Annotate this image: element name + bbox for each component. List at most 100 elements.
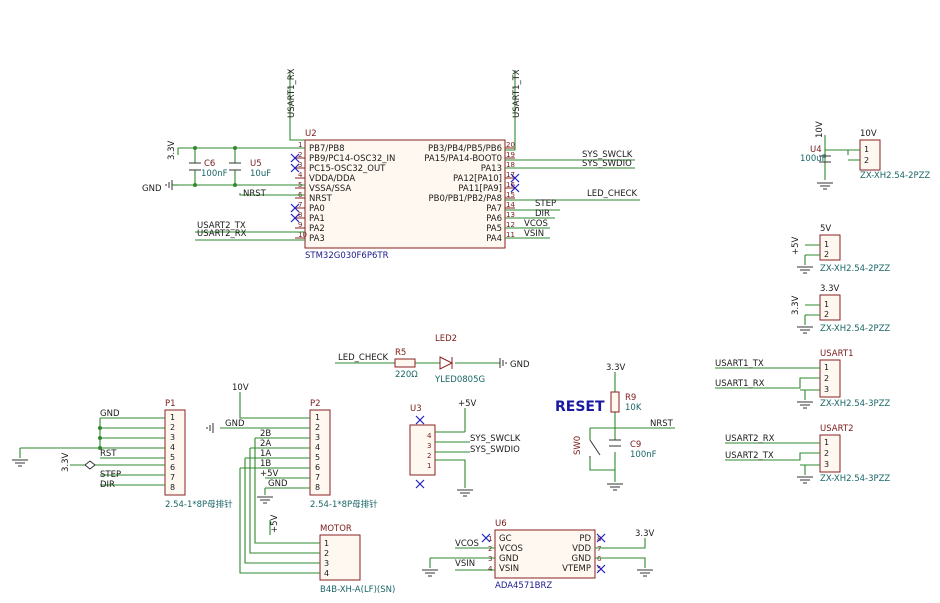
u6-pin-num: 4: [488, 565, 493, 573]
no-connect-mark: [510, 173, 520, 183]
connector-usart1[interactable]: 1 2 3 USART1 ZX-XH2.54-3PZZ USART1_TX US…: [715, 349, 890, 409]
header-pin-number: 8: [170, 483, 175, 492]
u6-pin-name: GC: [499, 534, 512, 544]
connector-usart2[interactable]: 1 2 3 USART2 ZX-XH2.54-3PZZ USART2_RX US…: [725, 424, 890, 484]
u6-pin-name: VCOS: [499, 544, 523, 554]
pwr33-part: ZX-XH2.54-2PZZ: [820, 324, 890, 334]
svg-text:1: 1: [824, 363, 829, 372]
header-pin-number: 8: [315, 483, 320, 492]
u2-pin-num: 4: [298, 171, 303, 179]
vdd-decoupling: 3.3V C6 100nF U5 10uF GND: [142, 140, 305, 194]
u2-pin-name: PA2: [309, 224, 325, 234]
pwr33-net: 3.3V: [820, 284, 840, 294]
ledcheck-net-u2: LED_CHECK: [587, 189, 638, 199]
led2-value: YLED0805G: [434, 375, 485, 385]
u3-module[interactable]: U3 4 3 2 1 +5V SYS_SWCLK SYS_SWDIO: [409, 399, 521, 497]
p2-ref: P2: [310, 399, 321, 409]
p5v-label-conn: +5V: [791, 236, 801, 255]
u2-pin-name: PA3: [309, 234, 325, 244]
u6-pin-num: 2: [488, 545, 492, 553]
motor-ref: MOTOR: [320, 524, 352, 534]
u2-pin-name: NRST: [309, 194, 333, 204]
u2-pin-num: 7: [298, 201, 302, 209]
u2-ref: U2: [305, 129, 317, 139]
connector-10v[interactable]: 1 2 10V ZX-XH2.54-2PZZ 10V U4 100uF: [800, 121, 930, 190]
usart1-tx-net-top: USART1_TX: [512, 69, 522, 118]
usart1-rx-net-conn: USART1_RX: [715, 379, 765, 389]
no-connect-mark: [290, 153, 300, 163]
swclk-net-u2: SYS_SWCLK: [582, 150, 633, 160]
u6-pin-name: GND: [499, 554, 519, 564]
u3-ref: U3: [410, 404, 422, 414]
p2-net-gnd: GND: [268, 479, 288, 489]
p2-net-1a: 1A: [260, 449, 271, 459]
usart1-tx-wire: [505, 70, 516, 151]
c6-ref: C6: [204, 159, 215, 169]
u6-pin-num: 1: [488, 535, 492, 543]
u2-pin-num: 14: [506, 201, 515, 209]
v33-label-p1: 3.3V: [61, 452, 71, 472]
u2-pin-num: 8: [298, 211, 302, 219]
u5-ref: U5: [250, 159, 262, 169]
u2-pin-name: PA12[PA10]: [453, 174, 502, 184]
pwr10-part: ZX-XH2.54-2PZZ: [860, 171, 930, 181]
reset-circuit[interactable]: RESET 3.3V R9 10K C9 100nF SW0 NRST: [555, 363, 675, 491]
v33-label-u2: 3.3V: [167, 140, 177, 160]
u2-pin-num: 13: [506, 211, 515, 219]
svg-text:2: 2: [824, 250, 829, 259]
header-pin-number: 2: [315, 423, 320, 432]
svg-text:3: 3: [824, 460, 829, 469]
u2-pin-num: 15: [506, 191, 515, 199]
header-pin-number: 6: [170, 463, 175, 472]
usart2-ref: USART2: [820, 424, 853, 434]
u4-ref: U4: [810, 145, 822, 155]
no-connect-mark: [290, 163, 300, 173]
gnd-label-p2-top: GND: [225, 419, 245, 429]
pwr5-part: ZX-XH2.54-2PZZ: [820, 264, 890, 274]
u2-pin-num: 20: [506, 141, 515, 149]
pwr10-net: 10V: [860, 129, 877, 139]
p2-part: 2.54-1*8P母排针: [310, 499, 378, 510]
pwr5-net: 5V: [820, 224, 831, 234]
svg-text:1: 1: [864, 145, 869, 154]
svg-text:3: 3: [824, 385, 829, 394]
vsin-net-u2: VSIN: [524, 229, 544, 239]
v33-label-conn: 3.3V: [791, 295, 801, 315]
nrst-net-u2: NRST: [243, 189, 267, 199]
u6-pin-num: 6: [597, 555, 602, 563]
motor-connector[interactable]: MOTOR B4B-XH-A(LF)(SN) 1 2 3 4 +5V: [239, 438, 395, 595]
u2-pin-num: 1: [298, 141, 302, 149]
led2-ref: LED2: [435, 334, 457, 344]
u2-pin-num: 17: [506, 171, 515, 179]
c6-value: 100nF: [201, 169, 228, 179]
nrst-wire-u2: [239, 193, 305, 196]
u2-right-pins: 20PB3/PB4/PB5/PB619PA15/PA14-BOOT018PA13…: [424, 141, 520, 244]
c9-ref: C9: [630, 440, 641, 450]
u2-pin-name: VSSA/SSA: [309, 184, 351, 194]
connector-5v[interactable]: 1 2 5V ZX-XH2.54-2PZZ +5V: [791, 224, 890, 274]
usart2-rx-net-u2: USART2_RX: [197, 229, 247, 239]
svg-text:1: 1: [824, 240, 829, 249]
p1-ref: P1: [165, 399, 176, 409]
header-pin-number: 5: [170, 453, 175, 462]
svg-text:1: 1: [824, 300, 829, 309]
svg-text:1: 1: [324, 539, 329, 548]
nrst-net-reset: NRST: [650, 419, 674, 429]
v10-label-p2: 10V: [232, 383, 249, 393]
motor-ctrl-wires-u2: [505, 209, 560, 239]
u2-pin-num: 16: [506, 181, 515, 189]
led-circuit[interactable]: LED_CHECK R5 220Ω LED2 YLED0805G GND: [335, 334, 530, 385]
svg-text:4: 4: [324, 569, 329, 578]
connector-33v[interactable]: 1 2 3.3V ZX-XH2.54-2PZZ 3.3V: [791, 284, 890, 334]
header-pin-number: 7: [170, 473, 175, 482]
usart2-tx-net-conn: USART2_TX: [725, 451, 774, 461]
u2-pin-num: 3: [298, 161, 302, 169]
header-pin-number: 1: [170, 413, 175, 422]
svg-text:2: 2: [824, 310, 829, 319]
svg-text:2: 2: [427, 452, 431, 460]
